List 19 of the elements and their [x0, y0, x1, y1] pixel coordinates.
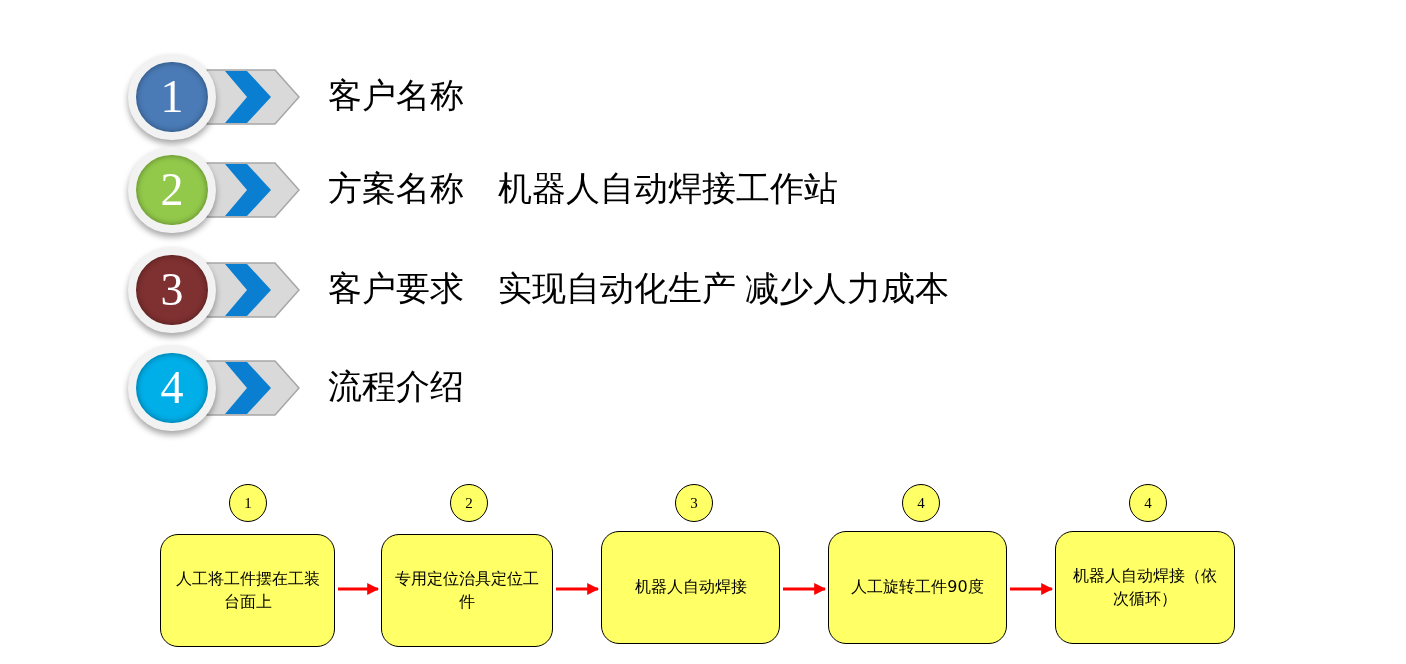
list-item-text: 方案名称	[328, 172, 464, 206]
process-box: 人工旋转工件90度	[828, 531, 1007, 644]
number-badge: 3	[128, 247, 216, 333]
list-item-text: 流程介绍	[328, 370, 464, 404]
arrow	[783, 583, 827, 595]
number-badge: 4	[128, 345, 216, 431]
arrow	[1010, 583, 1054, 595]
list-item-text: 机器人自动焊接工作站	[498, 172, 838, 206]
arrow	[338, 583, 380, 595]
process-box: 人工将工件摆在工装台面上	[160, 534, 335, 647]
process-box: 机器人自动焊接（依次循环）	[1055, 531, 1235, 644]
process-box: 专用定位治具定位工件	[381, 534, 553, 647]
list-item-text: 客户名称	[328, 79, 464, 113]
number-badge: 1	[128, 54, 216, 140]
list-item-text: 客户要求	[328, 272, 464, 306]
number-badge: 2	[128, 147, 216, 233]
process-box: 机器人自动焊接	[601, 531, 780, 644]
list-item-text: 实现自动化生产 减少人力成本	[498, 272, 949, 306]
arrow	[556, 583, 600, 595]
